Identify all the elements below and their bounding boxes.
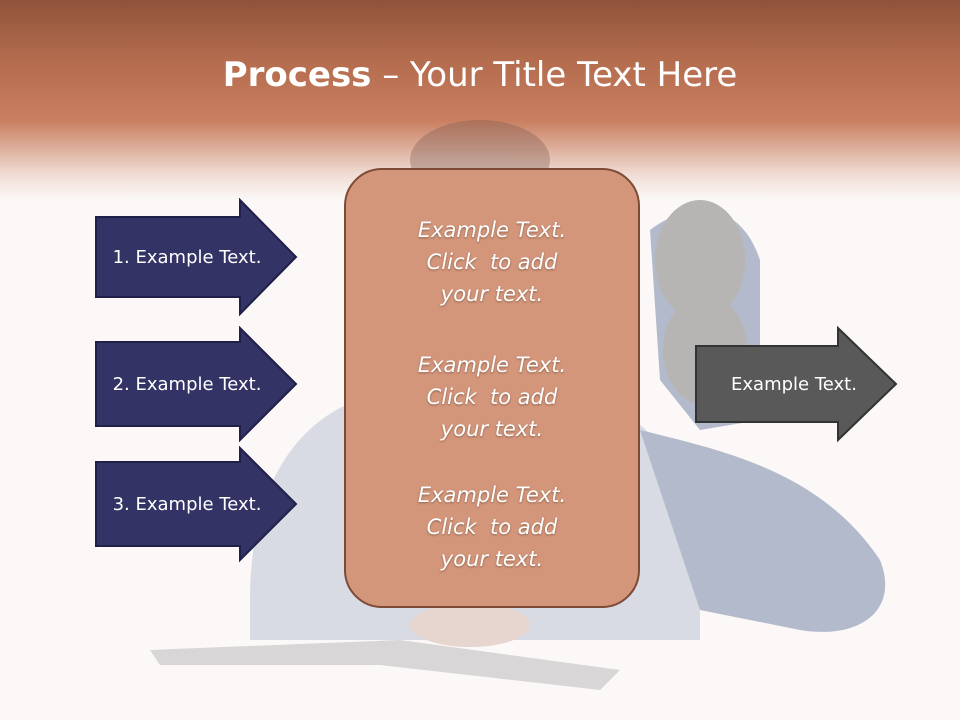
text-line: your text. [440,417,544,441]
text-line: your text. [440,282,544,306]
title-rest: – Your Title Text Here [371,55,738,95]
text-line: Click to add [426,250,558,274]
step-arrow-2[interactable]: 2. Example Text. [94,326,300,444]
step-arrow-3-label: 3. Example Text. [112,493,262,515]
arrow-shape-icon [695,326,898,443]
title-bold: Process [222,55,372,95]
result-arrow-label: Example Text. [731,373,857,395]
result-arrow[interactable]: Example Text. [694,326,900,444]
step-arrow-2-label: 2. Example Text. [112,373,262,395]
text-line: Example Text. [417,353,567,377]
text-line: your text. [440,547,544,571]
step-arrow-1-label: 1. Example Text. [112,246,262,268]
center-text-block-2[interactable]: Example Text. Click to add your text. [346,349,638,445]
text-line: Click to add [426,515,558,539]
step-arrow-1[interactable]: 1. Example Text. [94,198,300,316]
text-line: Example Text. [417,483,567,507]
center-text-block-1[interactable]: Example Text. Click to add your text. [346,214,638,310]
text-line: Click to add [426,385,558,409]
step-arrow-3[interactable]: 3. Example Text. [94,446,300,564]
arrow-shape-icon [95,446,298,563]
center-text-block-3[interactable]: Example Text. Click to add your text. [346,479,638,575]
arrow-shape-icon [95,326,298,443]
text-line: Example Text. [417,218,567,242]
arrow-shape-icon [95,198,298,316]
center-text-box[interactable]: Example Text. Click to add your text. Ex… [344,168,640,608]
slide-title: Process – Your Title Text Here [0,52,960,98]
